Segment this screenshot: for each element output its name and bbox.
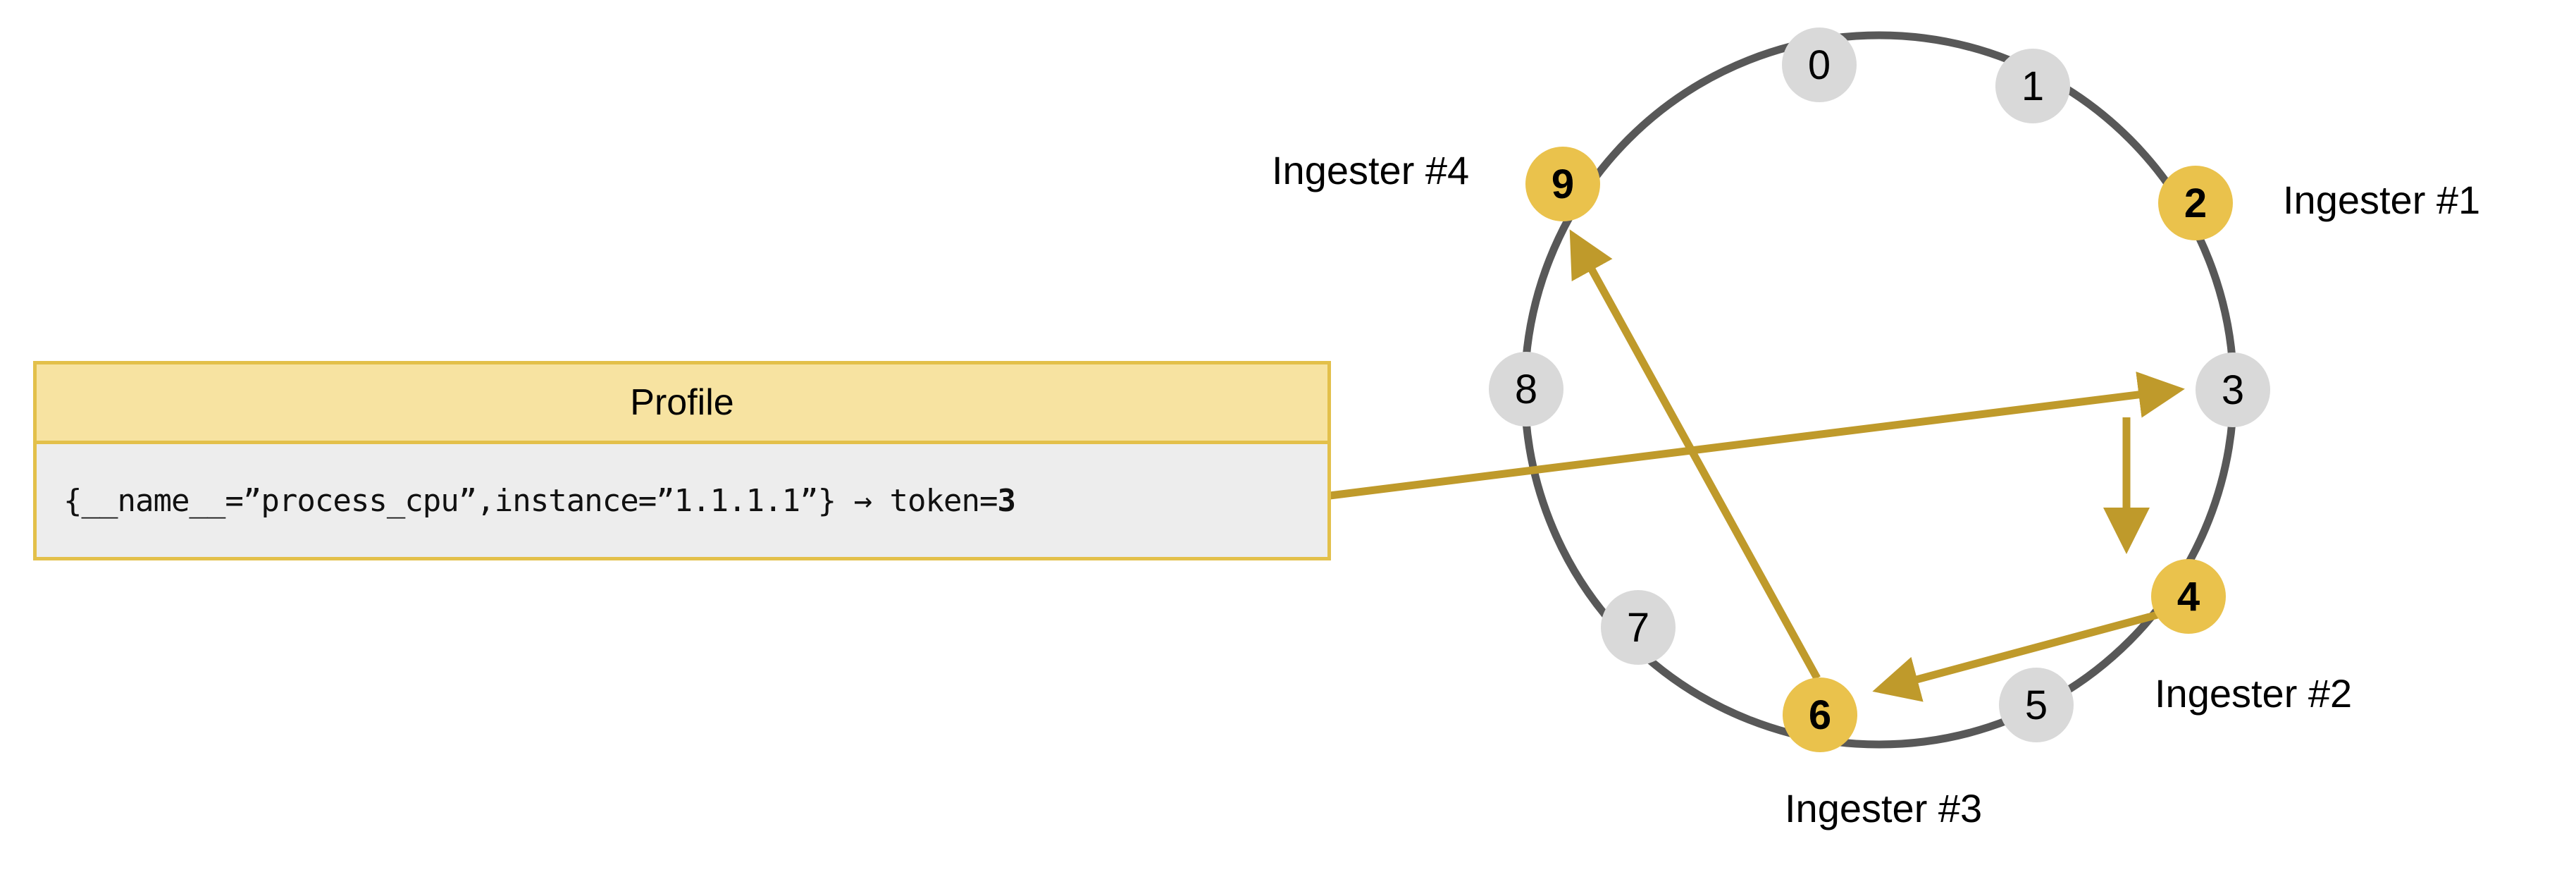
- profile-expression-prefix: {__name__=”process_cpu”,instance=”1.1.1.…: [63, 482, 998, 519]
- profile-expression-token: 3: [997, 482, 1016, 519]
- ring-node-2[interactable]: 2: [2158, 166, 2233, 240]
- ring-node-0[interactable]: 0: [1782, 27, 1857, 102]
- ring-node-7[interactable]: 7: [1601, 590, 1676, 665]
- profile-card-header: Profile: [37, 364, 1327, 444]
- ring-node-5[interactable]: 5: [1999, 668, 2074, 742]
- ingester-label-4: Ingester #3: [1785, 786, 1983, 830]
- ring-node-8[interactable]: 8: [1489, 352, 1563, 427]
- ingester-label-2: Ingester #1: [2283, 178, 2481, 222]
- ring-node-1[interactable]: 1: [1995, 49, 2070, 123]
- ingester-label-1: Ingester #4: [1272, 148, 1470, 192]
- profile-expression: {__name__=”process_cpu”,instance=”1.1.1.…: [63, 482, 1016, 519]
- ingester-label-3: Ingester #2: [2155, 671, 2353, 716]
- profile-card-title: Profile: [630, 382, 734, 423]
- arrow-profile-to-node-3: [1278, 372, 2185, 506]
- ring-node-6[interactable]: 6: [1783, 677, 1857, 752]
- profile-card: Profile {__name__=”process_cpu”,instance…: [33, 361, 1331, 560]
- profile-card-body: {__name__=”process_cpu”,instance=”1.1.1.…: [37, 444, 1327, 557]
- ring-node-4[interactable]: 4: [2151, 559, 2226, 634]
- ring-node-3[interactable]: 3: [2196, 352, 2270, 427]
- ring-node-9[interactable]: 9: [1525, 147, 1600, 221]
